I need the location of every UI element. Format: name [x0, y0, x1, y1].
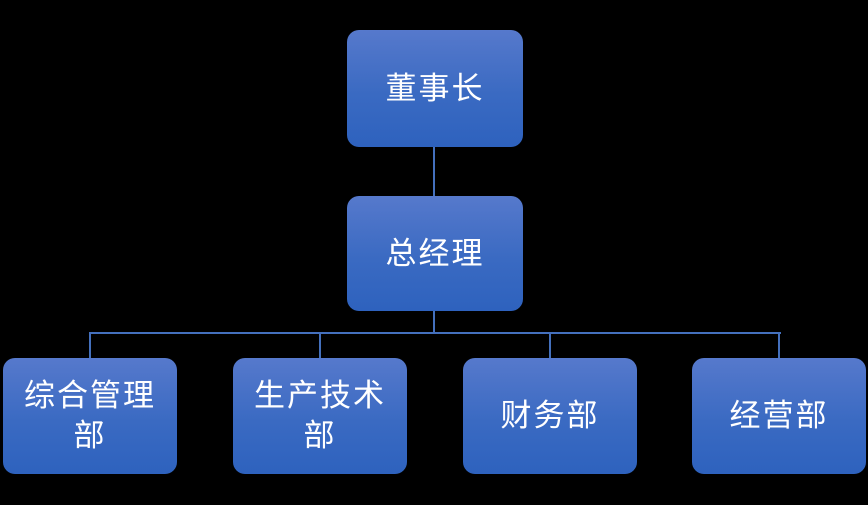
- org-node-chairman[interactable]: 董事长: [347, 30, 523, 147]
- org-node-general-admin-dept-label: 综合管理部: [24, 378, 156, 453]
- connector-chairman-to-gm: [433, 147, 435, 196]
- org-node-finance-dept-label: 财务部: [500, 398, 600, 433]
- org-node-chairman-label: 董事长: [385, 70, 485, 106]
- connector-drop-dept2: [319, 332, 321, 358]
- connector-drop-dept4: [778, 332, 780, 358]
- org-node-general-admin-dept[interactable]: 综合管理部: [3, 358, 177, 474]
- connector-horizontal-bus: [89, 332, 781, 334]
- connector-drop-dept1: [89, 332, 91, 358]
- org-node-general-manager[interactable]: 总经理: [347, 196, 523, 311]
- org-node-finance-dept[interactable]: 财务部: [463, 358, 637, 474]
- org-node-business-dept-label: 经营部: [729, 398, 829, 433]
- org-node-production-tech-dept-label: 生产技术部: [254, 378, 386, 453]
- org-node-production-tech-dept[interactable]: 生产技术部: [233, 358, 407, 474]
- org-node-business-dept[interactable]: 经营部: [692, 358, 866, 474]
- org-node-general-manager-label: 总经理: [385, 235, 485, 271]
- connector-gm-to-bus: [433, 311, 435, 332]
- connector-drop-dept3: [549, 332, 551, 358]
